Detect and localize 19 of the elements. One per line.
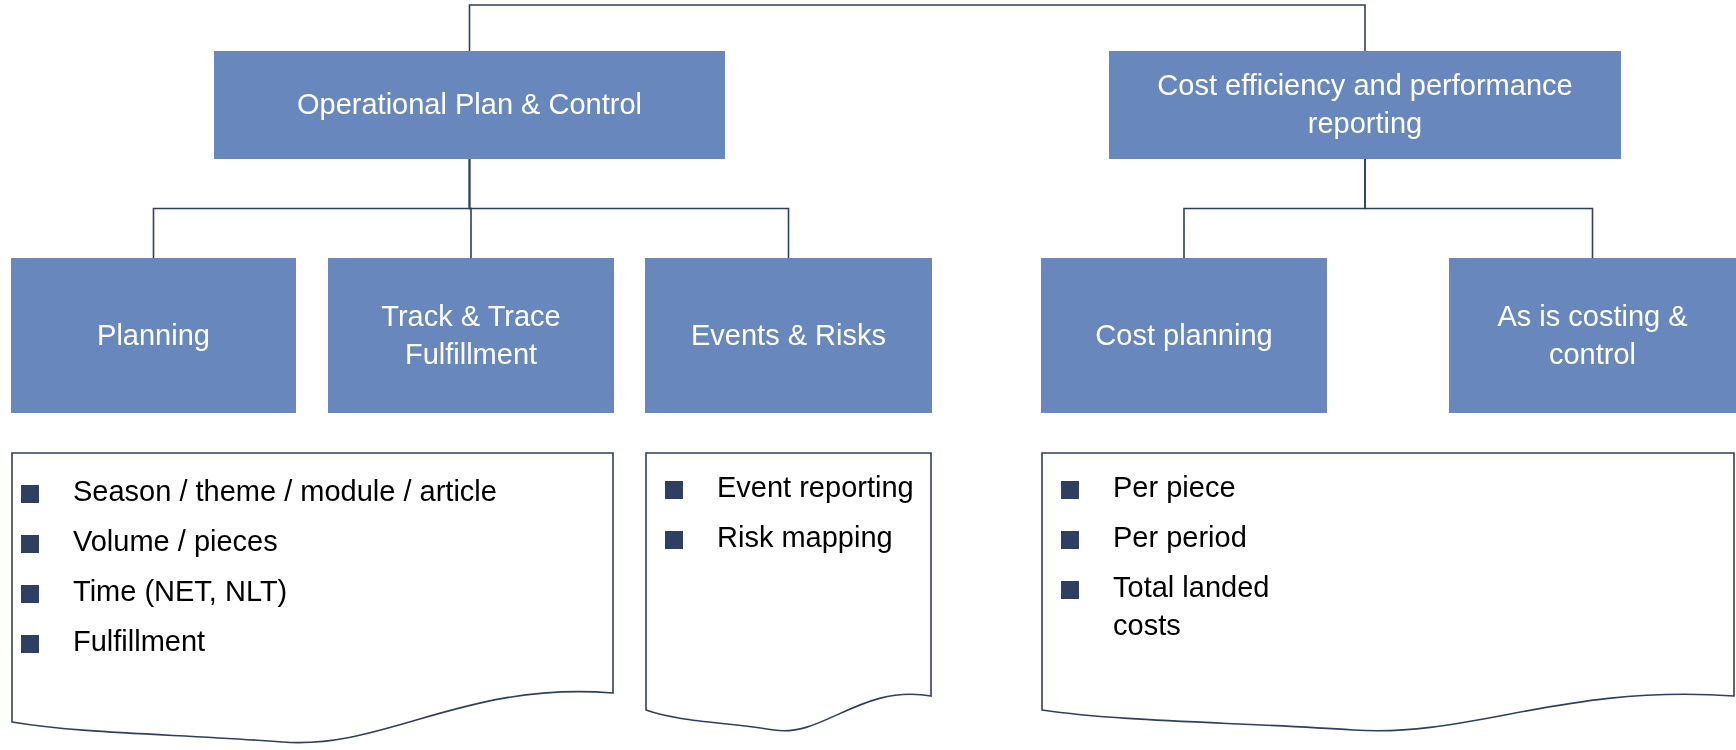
bullet-text: Season / theme / module / article bbox=[73, 474, 498, 509]
connector-line bbox=[1364, 158, 1594, 259]
category-box: Track & Trace Fulfillment bbox=[328, 258, 614, 413]
category-box: Operational Plan & Control bbox=[214, 51, 725, 159]
category-box: Events & Risks bbox=[645, 258, 932, 413]
bullet-text: Time (NET, NLT) bbox=[73, 574, 289, 609]
category-box: As is costing & control bbox=[1449, 258, 1736, 413]
category-box: Cost planning bbox=[1041, 258, 1327, 413]
connector-line bbox=[468, 4, 1366, 52]
bullet-text: Event reporting bbox=[717, 470, 915, 505]
bullet-text: Per period bbox=[1113, 520, 1248, 555]
bullet-text: Volume / pieces bbox=[73, 524, 279, 559]
connector-line bbox=[468, 158, 790, 259]
bullet-text: Per piece bbox=[1113, 470, 1237, 505]
bullet-text: Total landed costs bbox=[1113, 570, 1271, 644]
category-box: Planning bbox=[11, 258, 296, 413]
bullet-text: Fulfillment bbox=[73, 624, 207, 659]
category-box: Cost efficiency and performance reporting bbox=[1109, 51, 1621, 159]
bullet-text: Risk mapping bbox=[717, 520, 894, 555]
